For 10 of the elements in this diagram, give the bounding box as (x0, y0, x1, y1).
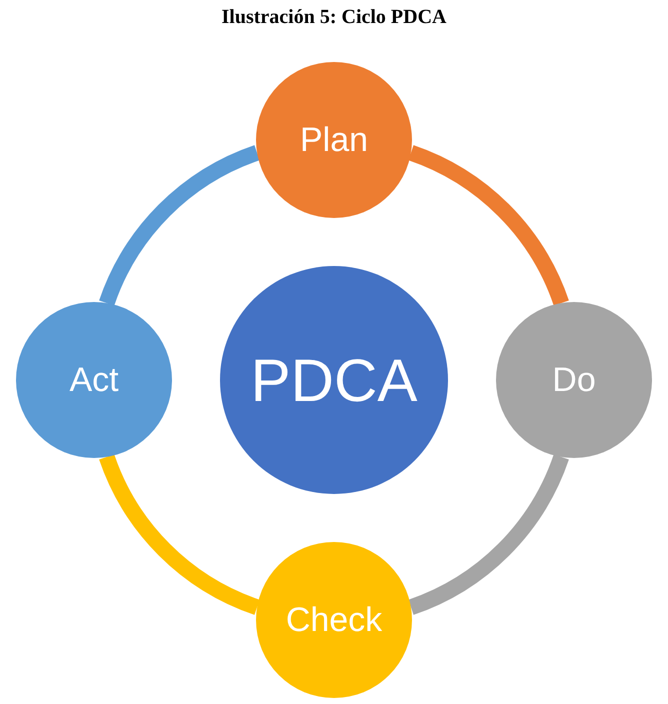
cycle-arc (99, 145, 260, 306)
stage-label: Do (552, 360, 596, 400)
diagram-title: Ilustración 5: Ciclo PDCA (222, 6, 446, 29)
cycle-arc (408, 454, 569, 615)
cycle-arc (408, 145, 569, 306)
stage-label: Act (69, 360, 119, 400)
stage-label: Check (286, 600, 382, 640)
stage-label: PDCA (250, 346, 418, 414)
stage-label: Plan (300, 120, 368, 160)
cycle-arc (99, 454, 260, 615)
